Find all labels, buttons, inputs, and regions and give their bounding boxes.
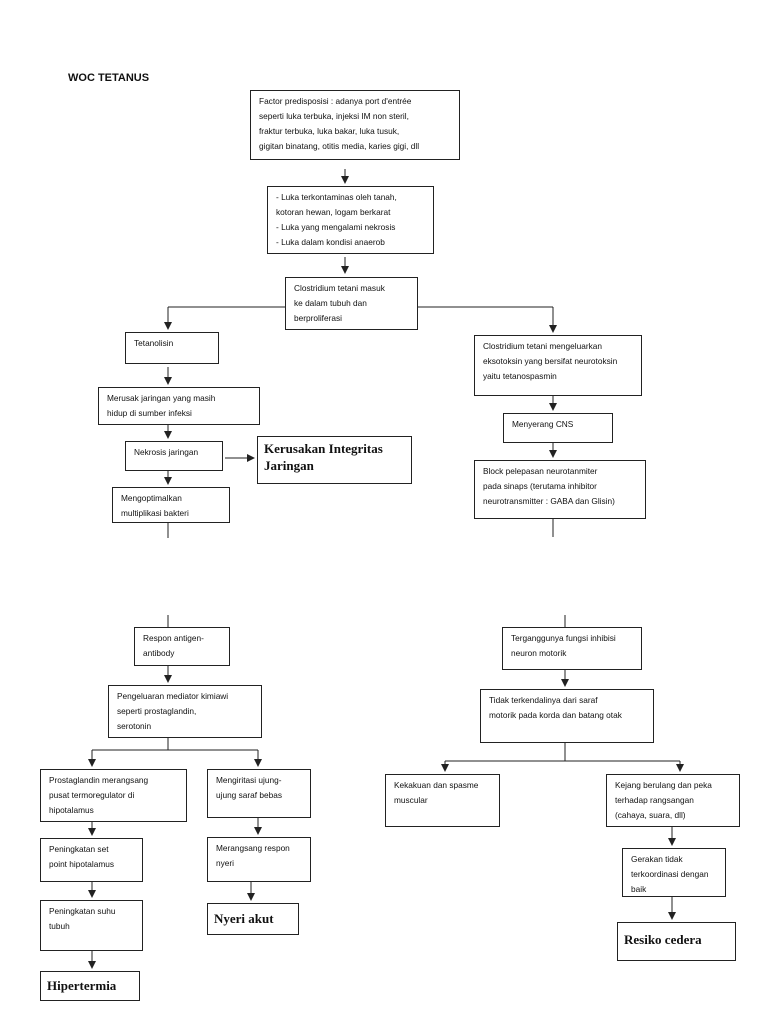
node-prostaglandin: Prostaglandin merangsang pusat termoregu… [40,769,187,822]
node-menyerang-cns: Menyerang CNS [503,413,613,443]
node-block-pelepasan: Block pelepasan neurotanmiter pada sinap… [474,460,646,519]
node-clostridium-masuk: Clostridium tetani masuk ke dalam tubuh … [285,277,418,330]
node-peningkatan-set-point: Peningkatan set point hipotalamus [40,838,143,882]
node-nekrosis-jaringan: Nekrosis jaringan [125,441,223,471]
node-resiko-cedera: Resiko cedera [617,922,736,961]
node-terganggunya: Terganggunya fungsi inhibisi neuron moto… [502,627,642,670]
node-eksotoksin: Clostridium tetani mengeluarkan eksotoks… [474,335,642,396]
node-kejang-berulang: Kejang berulang dan peka terhadap rangsa… [606,774,740,827]
node-merangsang-respon: Merangsang respon nyeri [207,837,311,882]
node-tetanolisin: Tetanolisin [125,332,219,364]
node-hipertermia: Hipertermia [40,971,140,1001]
node-respon-antigen: Respon antigen- antibody [134,627,230,666]
node-kerusakan-integritas: Kerusakan Integritas Jaringan [257,436,412,484]
node-merusak-jaringan: Merusak jaringan yang masih hidup di sum… [98,387,260,425]
node-mengiritasi: Mengiritasi ujung- ujung saraf bebas [207,769,311,818]
node-factor-predisposisi: Factor predisposisi : adanya port d'entr… [250,90,460,160]
node-pengeluaran-mediator: Pengeluaran mediator kimiawi seperti pro… [108,685,262,738]
node-nyeri-akut: Nyeri akut [207,903,299,935]
node-mengoptimalkan: Mengoptimalkan multiplikasi bakteri [112,487,230,523]
node-peningkatan-suhu: Peningkatan suhu tubuh [40,900,143,951]
node-kekakuan: Kekakuan dan spasme muscular [385,774,500,827]
node-tidak-terkendali: Tidak terkendalinya dari saraf motorik p… [480,689,654,743]
diagram-title: WOC TETANUS [68,72,150,84]
node-luka: - Luka terkontaminas oleh tanah, kotoran… [267,186,434,254]
node-gerakan-tidak-terkoordinasi: Gerakan tidak terkoordinasi dengan baik [622,848,726,897]
